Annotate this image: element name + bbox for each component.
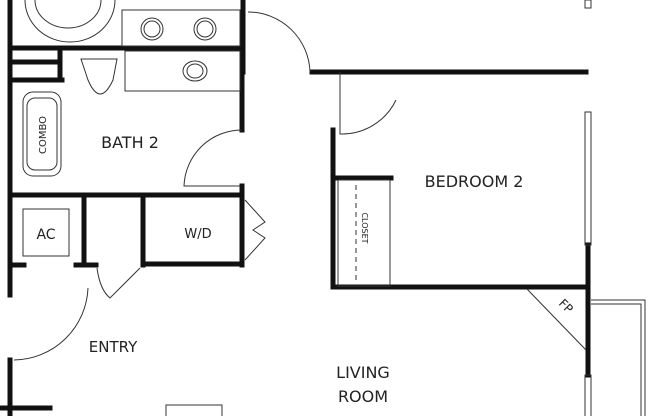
ac-label: AC [36,227,55,243]
bath-door-swing [183,129,243,187]
walls [0,0,591,416]
bedroom-door-swing [339,72,397,135]
doors [13,11,397,361]
closet-label: CLOSET [360,212,369,243]
door-swing [247,11,311,73]
closet-door-swing [96,267,141,299]
entry-door-swing [13,287,89,361]
entry-label: ENTRY [89,338,138,356]
toilet [80,58,118,95]
living-label-2: ROOM [338,387,388,406]
windows [584,0,646,416]
fireplace-label: FP [556,296,576,316]
living-label-1: LIVING [336,363,390,382]
laundry-label: W/D [184,227,211,242]
bath-label: BATH 2 [101,133,159,152]
tub-label: COMBO [38,116,49,154]
fixtures [22,0,587,416]
bedroom-label: BEDROOM 2 [425,172,524,191]
bifold-door [244,199,266,261]
